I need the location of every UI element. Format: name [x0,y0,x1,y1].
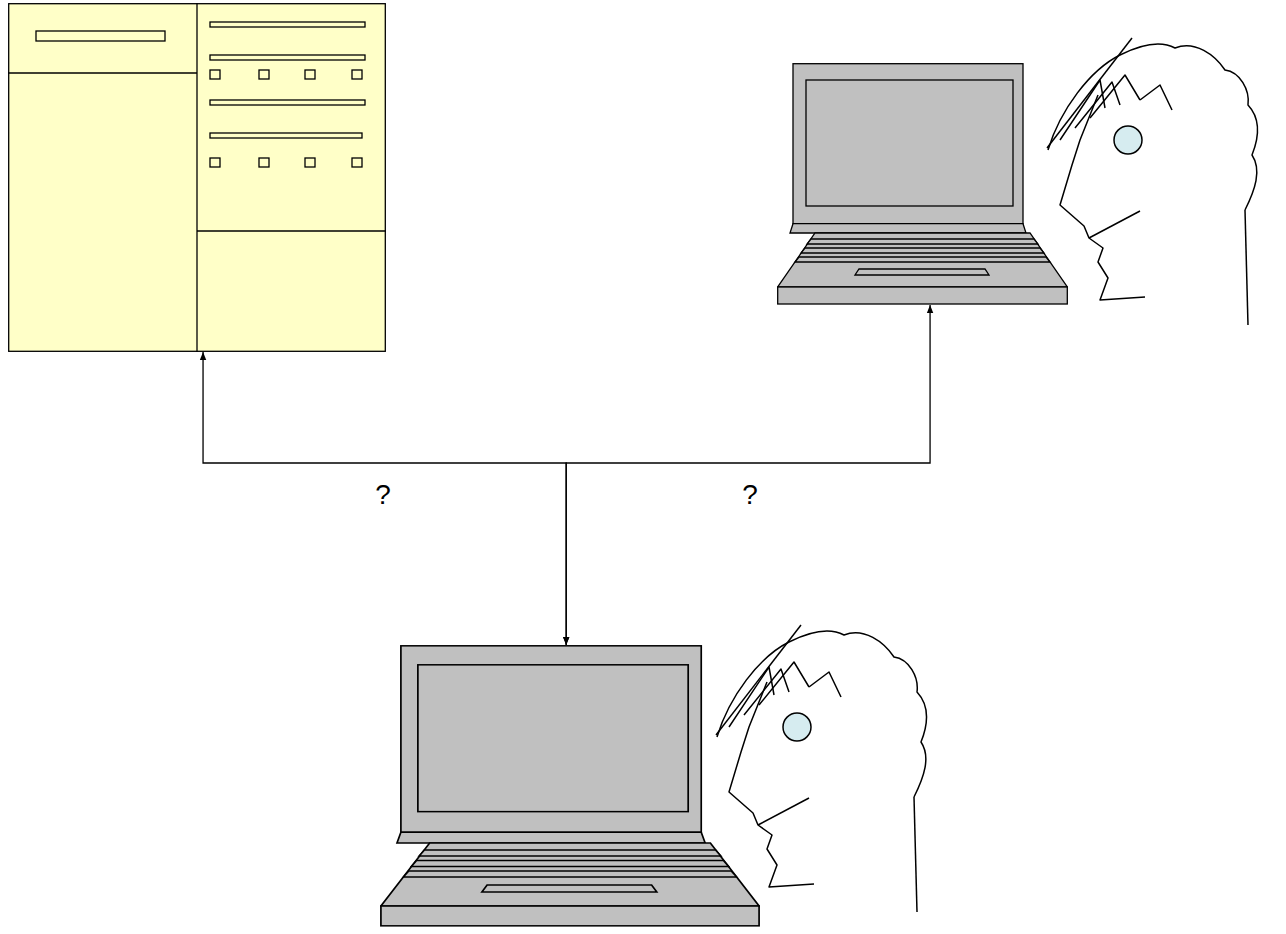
laptop-box [777,63,1068,305]
laptop-icon [777,63,1068,305]
connector [203,352,566,645]
document-box [8,3,386,352]
edge-label: ? [372,480,394,511]
laptop-icon [380,645,760,927]
edge-label: ? [739,480,761,511]
laptop-box [380,645,760,927]
person-head [1047,38,1258,325]
web-page-wireframe [8,3,386,352]
connector [566,305,930,645]
